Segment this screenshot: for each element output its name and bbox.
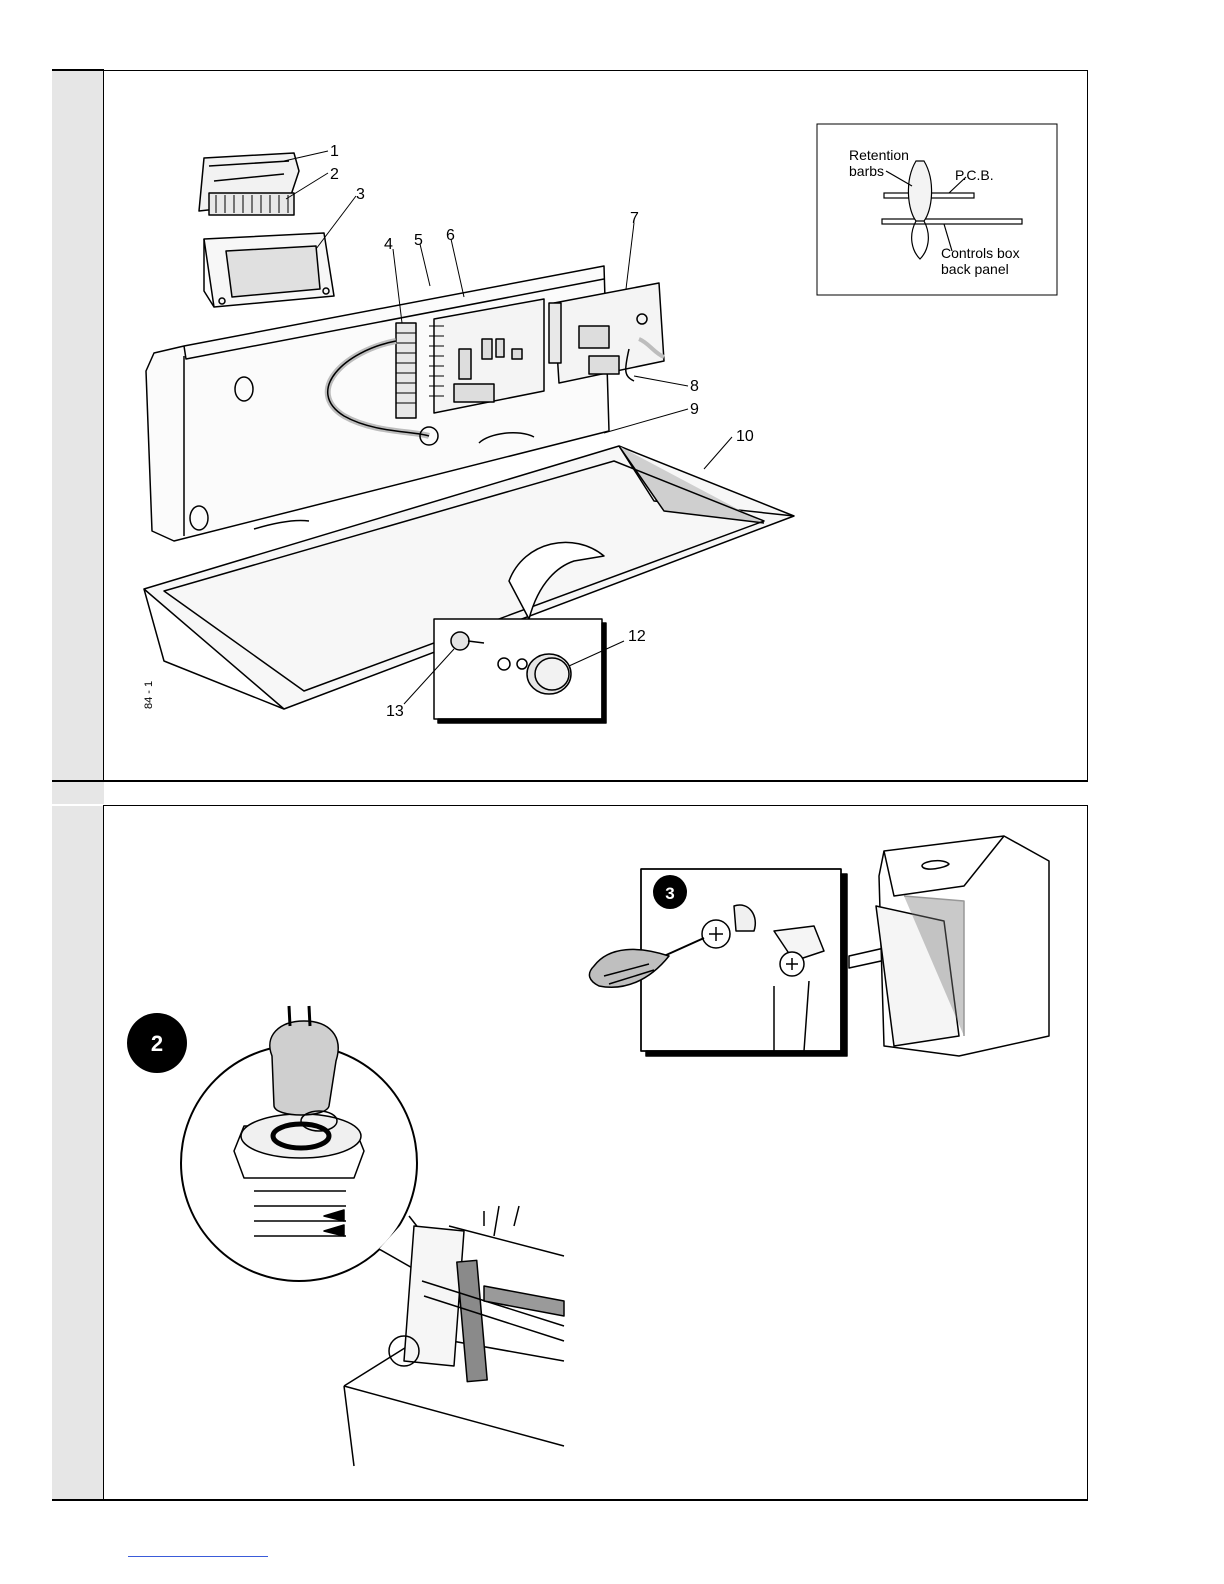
- procedure-diagram: 2 3: [104, 806, 1089, 1501]
- procedure-illustration-panel: 2 3: [103, 805, 1088, 1500]
- left-gutter-bottom: [52, 806, 104, 1500]
- controls-box-exploded-diagram: 1 2 3 4 5 6 7 8 9 10 12 13 84 - 1 Retent…: [104, 71, 1089, 782]
- boiler-cabinet: [849, 836, 1049, 1056]
- retention-barb-inset: Retention barbs P.C.B. Controls box back…: [817, 124, 1057, 295]
- callout-4: 4: [384, 236, 393, 253]
- step-number-2: 2: [151, 1031, 163, 1056]
- callout-3: 3: [356, 186, 365, 203]
- left-gutter-top: [52, 70, 104, 780]
- label-retention: Retention: [849, 147, 909, 163]
- label-pcb: P.C.B.: [955, 167, 994, 183]
- step-number-3: 3: [665, 884, 674, 903]
- label-controls-box: Controls box: [941, 245, 1020, 261]
- callout-2: 2: [330, 166, 339, 183]
- exploded-view-panel: 1 2 3 4 5 6 7 8 9 10 12 13 84 - 1 Retent…: [103, 70, 1088, 781]
- callout-13: 13: [386, 703, 404, 720]
- cover-box: [204, 233, 334, 307]
- callout-6: 6: [446, 227, 455, 244]
- callout-1: 1: [330, 143, 339, 160]
- terminal-strip-assembly: [199, 153, 299, 215]
- screw-detail-inset: [589, 869, 847, 1056]
- figure-code: 84 - 1: [143, 681, 155, 709]
- callout-5: 5: [414, 232, 423, 249]
- step-badge-2: 2: [127, 1013, 187, 1073]
- label-barbs: barbs: [849, 163, 884, 179]
- step-badge-3: 3: [653, 875, 687, 909]
- top-rule: [52, 69, 104, 71]
- callout-10: 10: [736, 428, 754, 445]
- footer-rule: [128, 1556, 268, 1557]
- callout-8: 8: [690, 378, 699, 395]
- left-gutter-middle: [52, 782, 104, 804]
- callout-12: 12: [628, 628, 646, 645]
- label-back-panel: back panel: [941, 261, 1009, 277]
- callout-7: 7: [630, 210, 639, 227]
- callout-9: 9: [690, 401, 699, 418]
